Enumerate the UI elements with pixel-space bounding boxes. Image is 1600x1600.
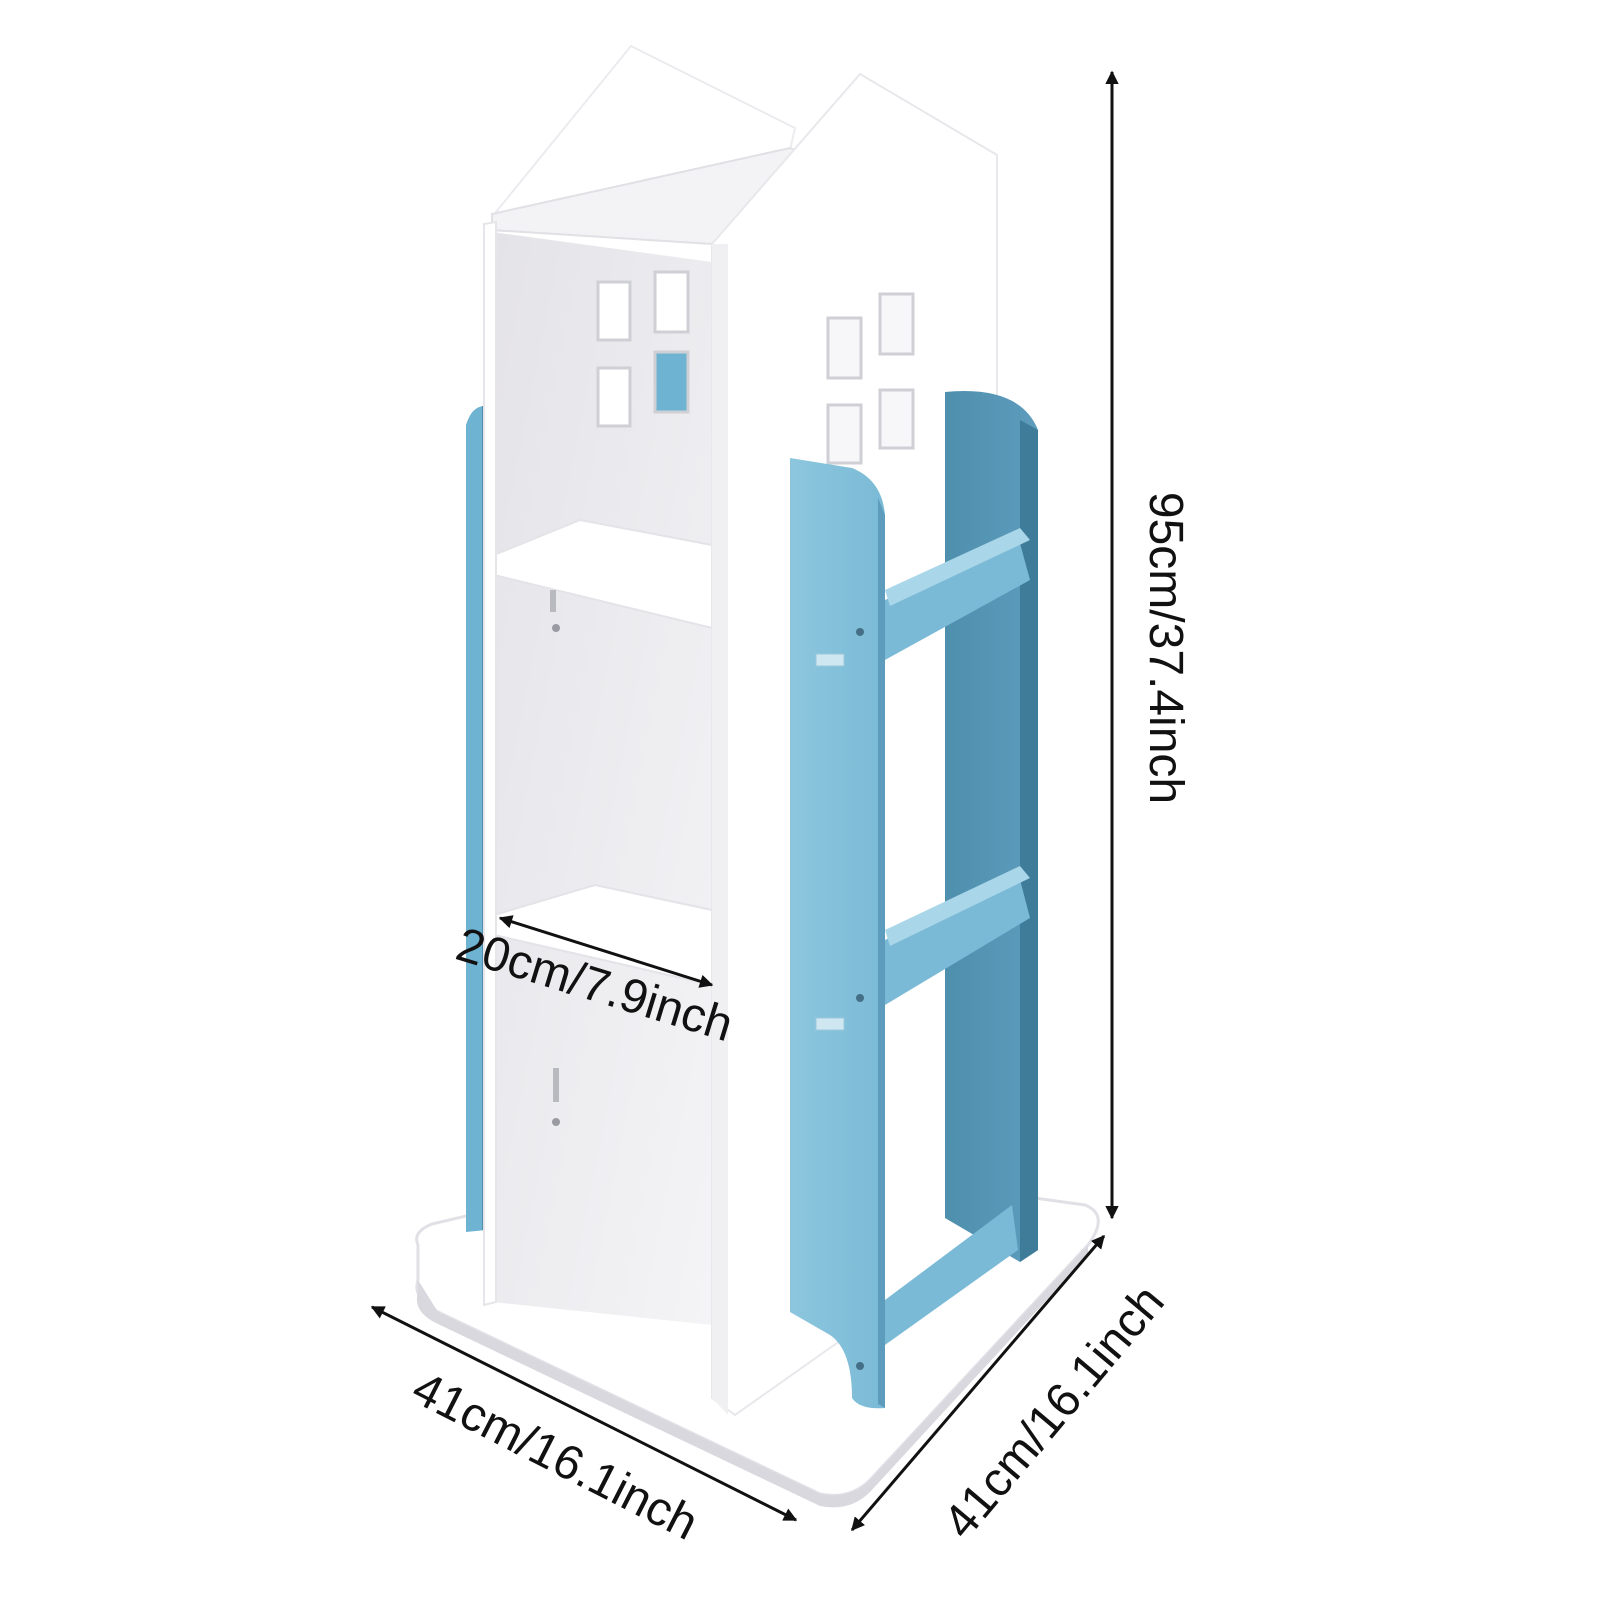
dimension-annotations [370,70,1119,1532]
rack-clip-mark [815,653,845,667]
shelf-width-arrow [498,915,714,988]
upper-rack-ledge-top [885,528,1030,606]
left-blue-side-panel [466,405,486,1232]
left-house-windows [596,270,690,428]
left-compartment-back [492,232,712,1325]
left-divider-panel [483,220,497,1307]
right-blue-back-upright-edge [1020,420,1038,1262]
base-front-arrow [370,1305,798,1522]
right-blue-front-upright [790,458,885,1409]
lower-rack-ledge [885,872,1030,1005]
rack-screw-mark-2 [856,994,864,1002]
rack-clip-mark-2 [815,1017,845,1031]
rack-screw-mark [856,628,864,636]
central-panel-edge [712,244,728,1415]
base-side-arrow [850,1234,1106,1532]
shelf-bracket-mark-2 [553,1068,559,1102]
shelf-bracket-mark [550,590,556,612]
screw-mark [552,624,560,632]
lower-rack-ledge-top [885,866,1030,946]
screw-mark-2 [552,1118,560,1126]
right-house-windows [826,292,915,465]
upper-rack-ledge [885,536,1030,660]
rack-screw-mark-3 [856,1362,864,1370]
height-label: 95cm/37.4inch [1139,492,1192,804]
bookcase-illustration [415,44,1100,1508]
right-blue-front-upright-edge [878,498,885,1408]
